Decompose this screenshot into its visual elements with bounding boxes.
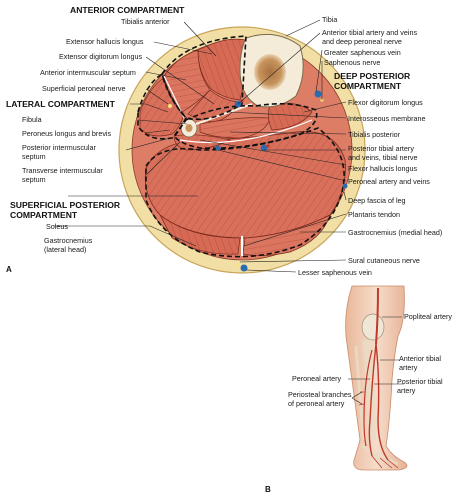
label-anterior-tibial-1: Anterior tibial xyxy=(399,354,441,363)
flexor-digitorum-longus-muscle xyxy=(268,102,313,131)
label-peroneal-artery: Peroneal artery xyxy=(292,374,342,383)
label-posterior-tibial-artery-2: and veins, tibial nerve xyxy=(348,153,418,162)
cutaneous-vein-right xyxy=(342,183,348,189)
compartment-superficial-posterior-heading-1: SUPERFICIAL POSTERIOR xyxy=(10,200,121,210)
posterior-tibial-artery-vessel xyxy=(368,343,377,457)
tibialis-posterior-muscle xyxy=(199,117,271,139)
label-anterior-tibial-artery-2: and deep peroneal nerve xyxy=(322,37,402,46)
label-flexor-hallucis-longus: Flexor hallucis longus xyxy=(348,164,418,173)
label-saphenous-nerve: Saphenous nerve xyxy=(324,58,380,67)
label-sural-cutaneous-nerve: Sural cutaneous nerve xyxy=(348,256,420,265)
panel-a-letter: A xyxy=(6,265,12,274)
leg-outline xyxy=(345,285,408,471)
lateral-compartment-outline xyxy=(137,72,187,140)
popliteal-artery-vessel xyxy=(375,287,379,345)
transverse-septum-line xyxy=(179,119,313,144)
tibia-marrow xyxy=(254,54,286,90)
foot-arteries xyxy=(371,455,399,469)
label-deep-fascia: Deep fascia of leg xyxy=(348,196,406,205)
label-transverse-intermuscular-septum-1: Transverse intermuscular xyxy=(22,166,103,175)
label-extensor-hallucis-longus: Extensor hallucis longus xyxy=(66,37,144,46)
label-periosteal-branches-1: Periosteal branches xyxy=(288,390,352,399)
compartment-lateral-heading: LATERAL COMPARTMENT xyxy=(6,99,116,109)
panel-b-labels: Popliteal artery Anterior tibial artery … xyxy=(265,312,452,494)
leg-illustration xyxy=(345,285,408,471)
label-soleus: Soleus xyxy=(46,222,68,231)
label-fibula: Fibula xyxy=(22,115,42,124)
label-anterior-tibial-artery-1: Anterior tibial artery and veins xyxy=(322,28,417,37)
label-superficial-peroneal-nerve: Superficial peroneal nerve xyxy=(42,84,126,93)
label-gastrocnemius-lateral-1: Gastrocnemius xyxy=(44,236,93,245)
label-posterior-tibial-2: artery xyxy=(397,386,416,395)
panel-a-labels: ANTERIOR COMPARTMENT Tibialis anterior E… xyxy=(6,5,442,277)
label-popliteal-artery: Popliteal artery xyxy=(404,312,452,321)
superficial-peroneal-nerve-dot xyxy=(168,104,172,108)
label-plantaris-tendon: Plantaris tendon xyxy=(348,210,400,219)
peroneal-artery-vessel xyxy=(363,349,373,447)
fibula-shaft xyxy=(354,345,366,441)
compartment-deep-posterior-heading-2: COMPARTMENT xyxy=(334,81,402,91)
knee-patella xyxy=(361,313,385,341)
sural-nerve xyxy=(236,263,240,267)
label-tibialis-posterior: Tibialis posterior xyxy=(348,130,401,139)
label-posterior-tibial-1: Posterior tibial xyxy=(397,377,443,386)
label-peroneal-artery-veins: Peroneal artery and veins xyxy=(348,177,430,186)
panel-b-leader-lines xyxy=(348,316,404,405)
label-lesser-saphenous-vein: Lesser saphenous vein xyxy=(298,268,372,277)
label-flexor-digitorum-longus: Flexor digitorum longus xyxy=(348,98,423,107)
label-tibialis-anterior: Tibialis anterior xyxy=(121,17,170,26)
label-posterior-intermuscular-septum-1: Posterior intermuscular xyxy=(22,143,97,152)
label-periosteal-branches-2: of peroneal artery xyxy=(288,399,345,408)
interosseous-membrane xyxy=(195,102,253,126)
gastrocnemius-lateral-head xyxy=(159,214,241,255)
deep-posterior-compartment-outline xyxy=(172,102,318,150)
cross-section xyxy=(118,26,366,274)
label-gastrocnemius-medial: Gastrocnemius (medial head) xyxy=(348,228,442,237)
label-posterior-tibial-artery-1: Posterior tibial artery xyxy=(348,144,414,153)
fibula-marrow xyxy=(185,124,193,132)
lesser-saphenous-vein xyxy=(240,264,248,272)
panel-a-leader-lines xyxy=(54,19,347,273)
tibia-shaft xyxy=(362,339,376,441)
compartment-superficial-posterior-heading-2: COMPARTMENT xyxy=(10,210,78,220)
label-peroneus-longus-brevis: Peroneus longus and brevis xyxy=(22,129,112,138)
peroneal-vessels xyxy=(215,145,221,151)
greater-saphenous-vein xyxy=(314,90,322,98)
label-transverse-intermuscular-septum-2: septum xyxy=(22,175,46,184)
compartment-deep-posterior-heading-1: DEEP POSTERIOR xyxy=(334,71,411,81)
label-anterior-intermuscular-septum: Anterior intermuscular septum xyxy=(40,68,136,77)
panel-b-letter: B xyxy=(265,485,271,494)
label-gastrocnemius-lateral-2: (lateral head) xyxy=(44,245,86,254)
label-anterior-tibial-2: artery xyxy=(399,363,418,372)
label-posterior-intermuscular-septum-2: septum xyxy=(22,152,46,161)
compartment-anterior-heading: ANTERIOR COMPARTMENT xyxy=(70,5,185,15)
superficial-posterior-compartment-outline xyxy=(145,127,345,258)
label-tibia: Tibia xyxy=(322,15,337,24)
posterior-tibial-artery-dot xyxy=(266,144,270,148)
anterior-tibial-artery-vessel xyxy=(375,343,389,461)
tibialis-anterior-muscle xyxy=(197,38,247,101)
label-greater-saphenous-vein: Greater saphenous vein xyxy=(324,48,401,57)
anterior-compartment-outline xyxy=(161,35,247,121)
label-interosseous-membrane: Interosseous membrane xyxy=(348,114,426,123)
label-extensor-digitorum-longus: Extensor digitorum longus xyxy=(59,52,143,61)
